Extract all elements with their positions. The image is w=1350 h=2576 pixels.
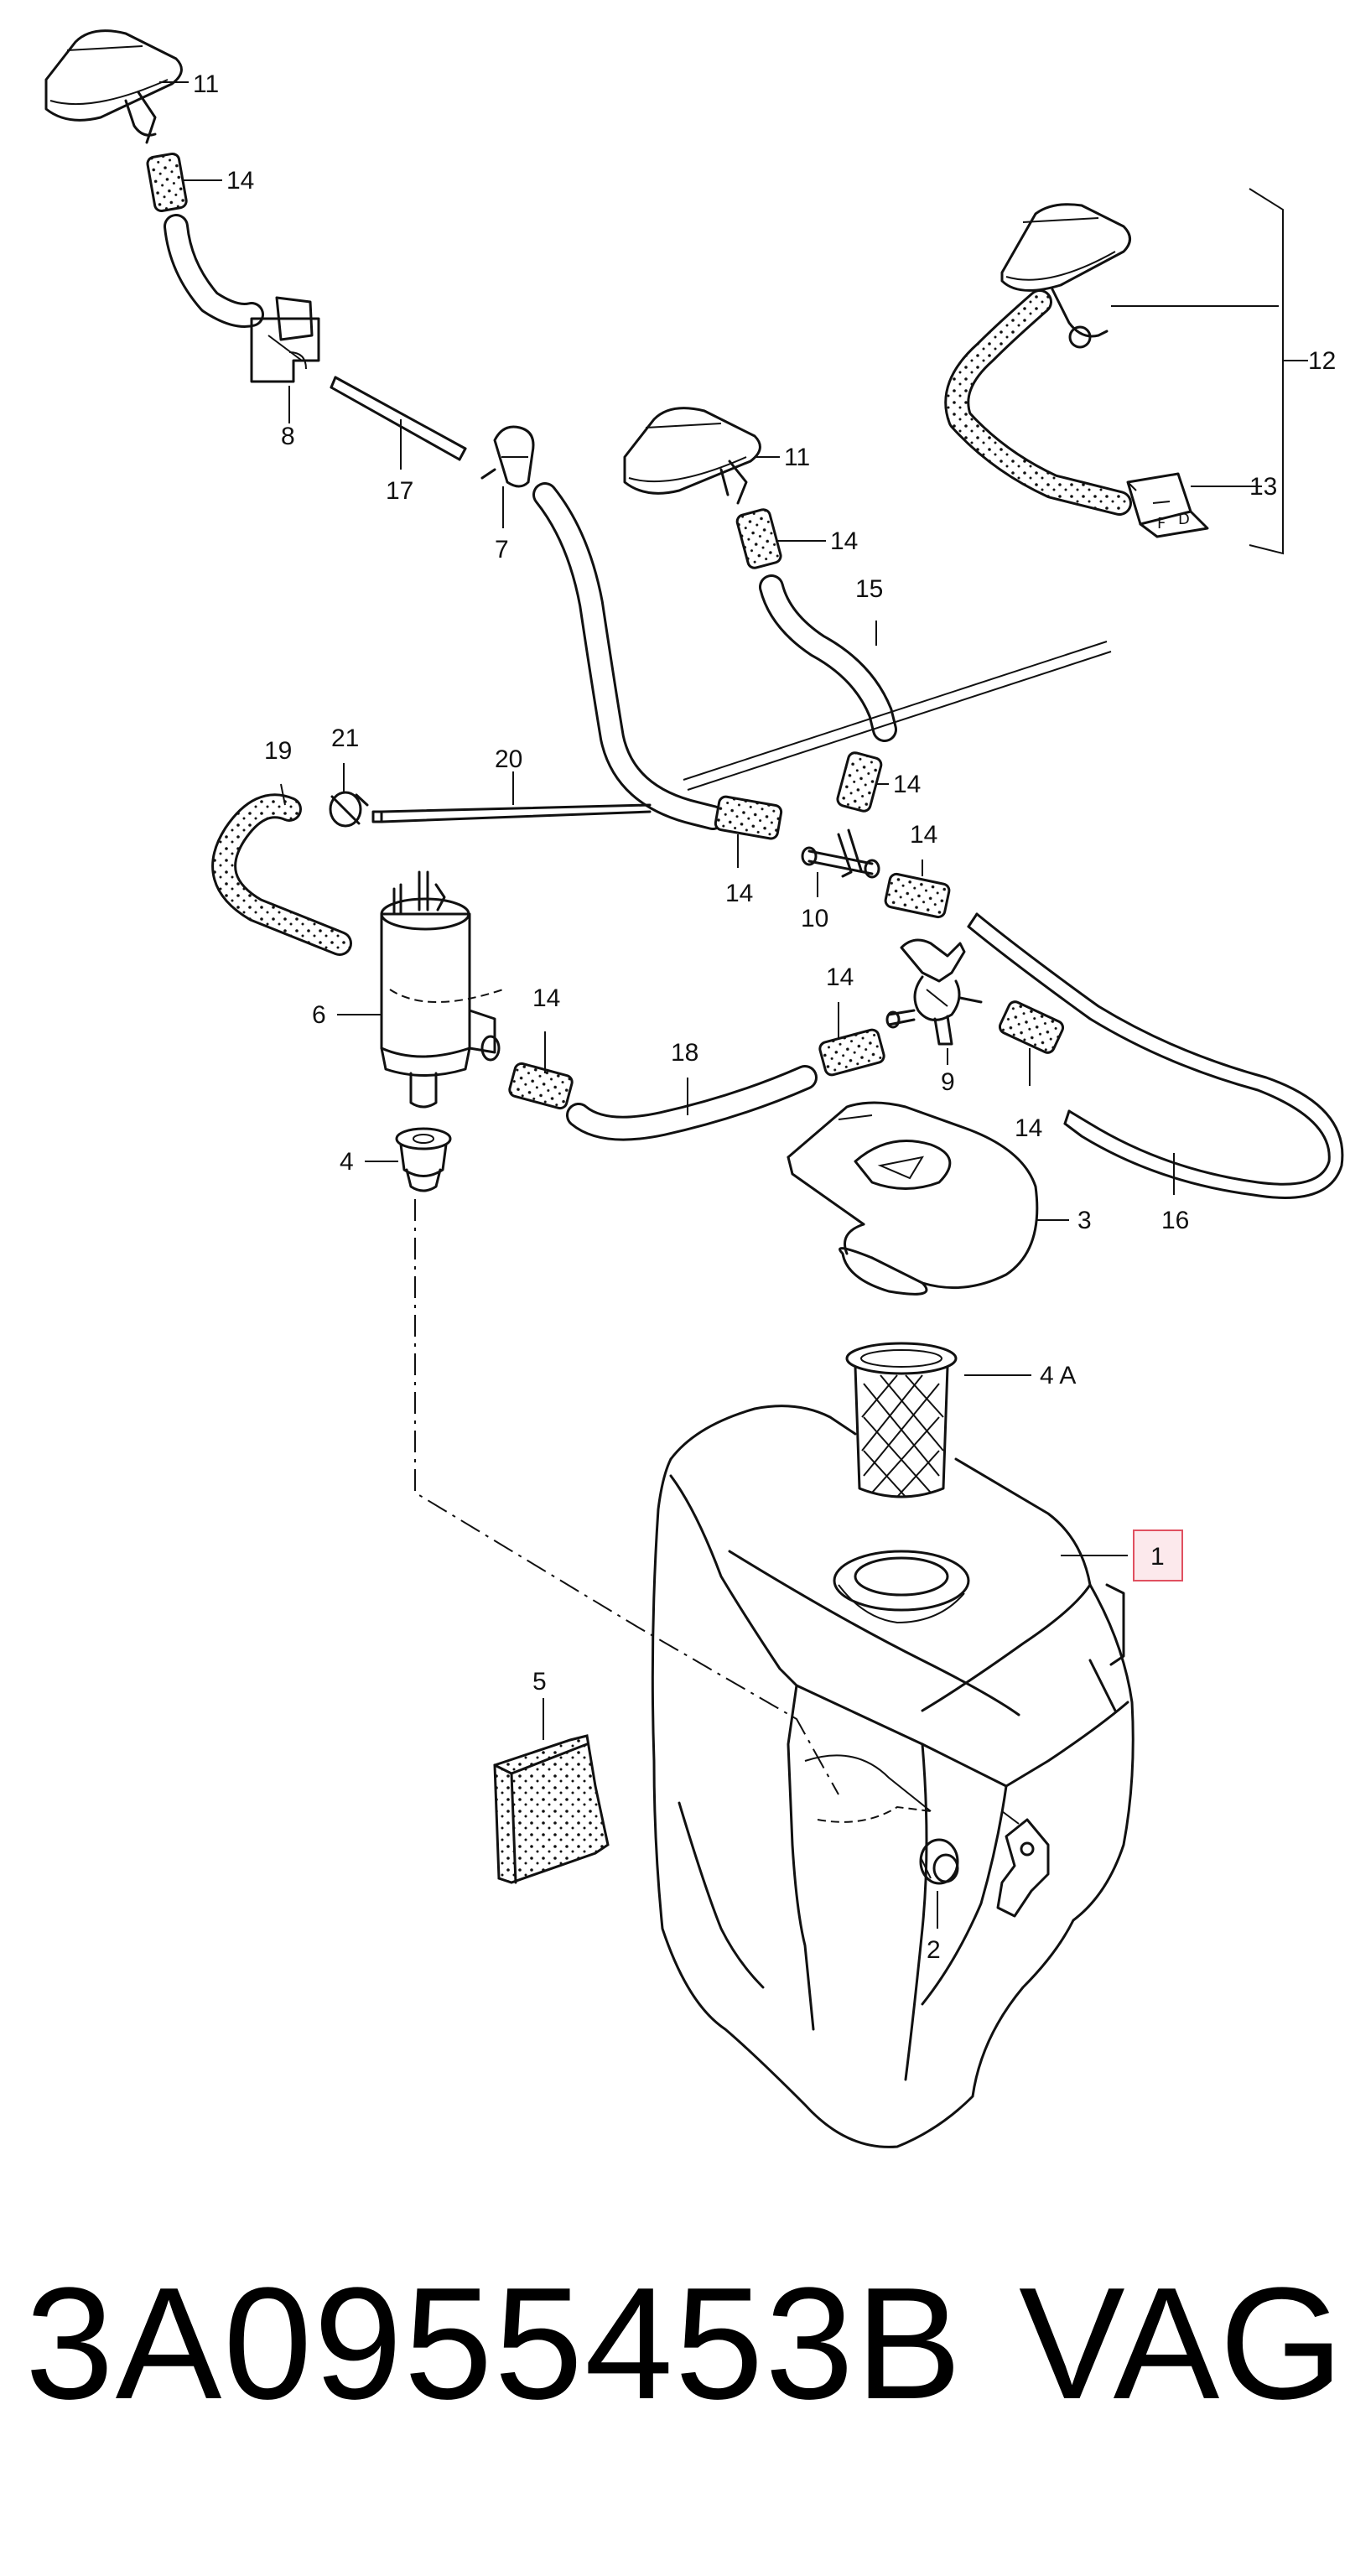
label-2: 2 <box>927 1936 941 1964</box>
hose-20 <box>371 803 652 823</box>
hose-connector-14d <box>884 872 951 919</box>
washer-nozzle-top-left <box>44 29 183 144</box>
hose-clip-8 <box>250 296 320 383</box>
label-14-d: 14 <box>910 821 937 849</box>
label-7: 7 <box>495 536 509 564</box>
washer-reservoir-1 <box>651 1405 1135 2148</box>
label-4: 4 <box>340 1148 354 1176</box>
hose-connector-14c <box>714 795 783 840</box>
label-16: 16 <box>1161 1207 1189 1234</box>
check-valve-9 <box>885 938 983 1046</box>
filter-4a <box>845 1342 958 1498</box>
label-17: 17 <box>386 477 413 505</box>
label-19: 19 <box>264 737 292 765</box>
label-5: 5 <box>532 1668 547 1696</box>
label-14-middle: 14 <box>830 527 858 555</box>
label-1: 1 <box>1150 1543 1165 1571</box>
washer-nozzle-middle <box>623 407 761 505</box>
hose-connector-14-upper <box>836 751 883 813</box>
part-number: 3A0955453B <box>25 2255 963 2433</box>
label-3: 3 <box>1077 1207 1092 1234</box>
brand-name: VAG <box>1019 2255 1344 2433</box>
parts-diagram: F D <box>44 29 1344 2148</box>
hose-18 <box>566 1065 818 1141</box>
label-14-c: 14 <box>725 880 753 907</box>
label-15: 15 <box>855 575 883 603</box>
highlight-box-1 <box>1133 1530 1183 1581</box>
pump-grommet-4 <box>395 1127 452 1192</box>
label-10: 10 <box>801 905 828 932</box>
label-21: 21 <box>331 724 359 752</box>
hose-19 <box>211 793 352 956</box>
hose-17 <box>330 376 467 461</box>
svg-text:D: D <box>1178 511 1190 528</box>
label-14-upper: 14 <box>893 771 921 798</box>
hose-clamp-21 <box>329 791 369 828</box>
label-13: 13 <box>1249 473 1277 501</box>
t-piece-10 <box>801 828 880 879</box>
svg-text:F: F <box>1157 515 1166 532</box>
hose-connector-14f <box>508 1062 574 1110</box>
label-14-top: 14 <box>226 167 254 195</box>
washer-pump-6 <box>380 870 504 1109</box>
hose-connector-14a <box>146 152 188 213</box>
hose-15 <box>759 574 897 742</box>
hose-clip-7 <box>480 425 535 488</box>
grommet-2 <box>919 1838 959 1885</box>
label-6: 6 <box>312 1001 326 1029</box>
hose-connector-14g <box>818 1028 885 1077</box>
foam-pad-5 <box>493 1734 610 1884</box>
label-12: 12 <box>1308 347 1336 375</box>
reservoir-strap-3 <box>787 1101 1039 1296</box>
heated-nozzle-assembly-12: F D <box>944 203 1209 538</box>
label-11-middle: 11 <box>784 444 810 471</box>
label-20: 20 <box>495 745 522 773</box>
label-4a: 4 A <box>1040 1362 1076 1389</box>
label-11-top: 11 <box>193 70 219 98</box>
label-14-g: 14 <box>826 963 854 991</box>
label-18: 18 <box>671 1039 698 1067</box>
label-14-f: 14 <box>532 984 560 1012</box>
label-14-h: 14 <box>1015 1114 1042 1142</box>
label-9: 9 <box>941 1068 955 1096</box>
hose-16 <box>967 912 1344 1199</box>
label-8: 8 <box>281 423 295 450</box>
hose-connector-14b <box>735 508 782 569</box>
hose-connector-14h <box>998 1000 1065 1054</box>
